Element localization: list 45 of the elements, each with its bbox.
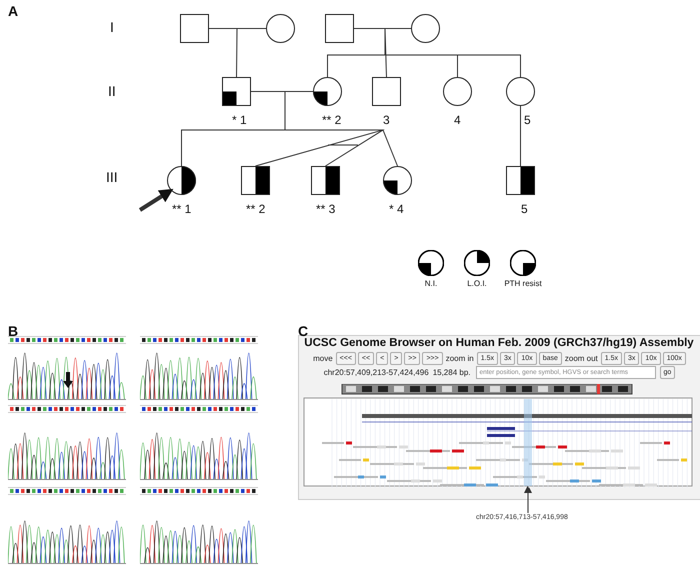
control-label: 15,284 bp.: [432, 368, 470, 377]
panel-label: C: [298, 323, 308, 339]
pedigree-line: [524, 485, 532, 514]
panel-label: A: [8, 3, 18, 19]
control-label: move: [313, 354, 333, 363]
female-symbol: [167, 166, 196, 195]
individual-number: ** 1: [172, 202, 192, 216]
panel-label: B: [8, 323, 18, 339]
male-symbol: [180, 14, 209, 43]
male-symbol: [325, 14, 354, 43]
control-label: zoom in: [446, 354, 474, 363]
individual-number: 5: [524, 113, 531, 127]
browser-title: UCSC Genome Browser on Human Feb. 2009 (GRCh37/hg19) Assembly: [303, 337, 695, 349]
pedigree-line: [208, 28, 238, 78]
proband-arrow: [138, 188, 174, 212]
individual-number: ** 3: [316, 202, 336, 216]
male-symbol: [222, 77, 251, 106]
male-symbol: [372, 77, 401, 106]
pedigree-line: [354, 28, 521, 78]
male-symbol: [506, 166, 535, 195]
female-symbol: [313, 77, 342, 106]
generation-label: II: [108, 83, 116, 99]
legend-label: PTH resist: [503, 279, 543, 288]
female-symbol: [506, 77, 535, 106]
male-symbol: [241, 166, 270, 195]
generation-label: III: [106, 169, 118, 185]
legend-label: L.O.I.: [466, 279, 488, 288]
female-symbol: [266, 14, 295, 43]
individual-number: * 4: [389, 202, 404, 216]
individual-number: ** 2: [246, 202, 266, 216]
female-symbol: [383, 166, 412, 195]
legend-label: N.I.: [424, 279, 438, 288]
individual-number: 5: [521, 202, 528, 216]
individual-number: * 1: [232, 113, 247, 127]
pedigree-line: [520, 106, 521, 166]
female-symbol: [411, 14, 440, 43]
individual-number: ** 2: [322, 113, 342, 127]
individual-number: 3: [383, 113, 390, 127]
individual-number: 4: [454, 113, 461, 127]
generation-label: I: [110, 19, 114, 35]
control-label: zoom out: [564, 354, 598, 363]
male-symbol: [311, 166, 340, 195]
control-label: chr20:57,409,213-57,424,496: [324, 368, 429, 377]
female-symbol: [443, 77, 472, 106]
highlight-band: [524, 399, 532, 486]
